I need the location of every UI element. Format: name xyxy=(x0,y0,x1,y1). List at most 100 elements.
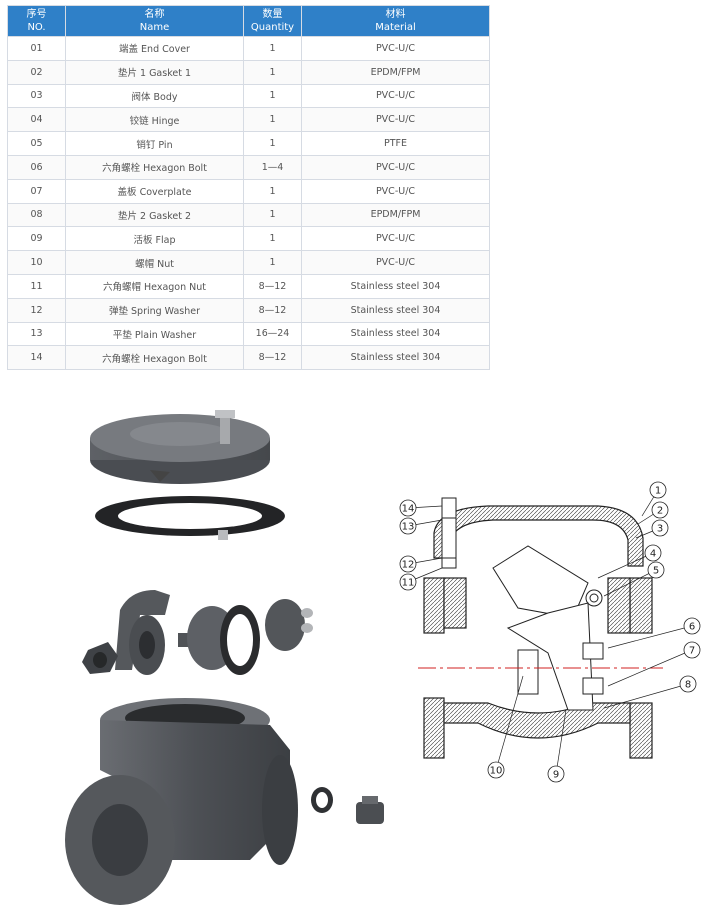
cell-qty: 16—24 xyxy=(243,321,302,347)
cell-name: 铰链 Hinge xyxy=(65,107,244,133)
cell-no: 09 xyxy=(7,226,66,252)
cell-qty: 1—4 xyxy=(243,154,302,180)
cell-name: 螺帽 Nut xyxy=(65,250,244,275)
callout-circle xyxy=(399,499,417,517)
cell-material: PVC-U/C xyxy=(301,226,490,252)
cell-name: 六角螺栓 Hexagon Bolt xyxy=(65,154,244,180)
cell-name: 活板 Flap xyxy=(65,226,244,252)
callout-circle xyxy=(399,517,417,535)
valve-body-part xyxy=(65,698,384,905)
callout-number: 6 xyxy=(689,622,695,633)
cell-no: 08 xyxy=(7,202,66,228)
cell-qty: 8—12 xyxy=(243,297,302,323)
callout-number: 8 xyxy=(685,680,691,691)
callout-leader xyxy=(607,649,693,687)
cell-qty: 1 xyxy=(243,59,302,85)
cell-name: 弹垫 Spring Washer xyxy=(65,297,244,323)
callout-circle xyxy=(547,765,565,783)
cell-no: 02 xyxy=(7,59,66,85)
cell-material: Stainless steel 304 xyxy=(301,273,490,299)
cell-qty: 1 xyxy=(243,178,302,204)
cell-name: 垫片 2 Gasket 2 xyxy=(65,202,244,228)
callout-circle xyxy=(649,481,667,499)
callout-number: 12 xyxy=(402,560,415,571)
hinge-flap-parts xyxy=(82,590,313,675)
cell-name: 六角螺帽 Hexagon Nut xyxy=(65,273,244,299)
callout-number: 10 xyxy=(490,766,503,777)
cell-material: Stainless steel 304 xyxy=(301,321,490,347)
callout-circle xyxy=(679,675,697,693)
cell-qty: 1 xyxy=(243,131,302,156)
callout-leader xyxy=(603,569,657,597)
callout-number: 2 xyxy=(657,506,663,517)
cell-no: 03 xyxy=(7,83,66,109)
cell-qty: 1 xyxy=(243,226,302,252)
callout-number: 14 xyxy=(402,504,415,515)
callout-number: 4 xyxy=(650,549,656,560)
cell-material: PVC-U/C xyxy=(301,178,490,204)
callout-number: 13 xyxy=(402,522,415,533)
callout-leader xyxy=(597,552,654,579)
cell-name: 六角螺栓 Hexagon Bolt xyxy=(65,345,244,371)
cell-material: EPDM/FPM xyxy=(301,59,490,85)
cell-material: PVC-U/C xyxy=(301,250,490,275)
callout-number: 3 xyxy=(657,524,663,535)
callout-circle xyxy=(644,544,662,562)
callout-leader xyxy=(603,683,689,709)
callout-circle xyxy=(399,573,417,591)
callout-leader xyxy=(607,625,693,649)
callout-leader xyxy=(555,709,567,775)
callout-circle xyxy=(651,501,669,519)
valve-section-outline xyxy=(423,505,653,759)
cell-no: 10 xyxy=(7,250,66,275)
callout-number: 11 xyxy=(402,578,415,589)
cell-no: 05 xyxy=(7,131,66,156)
cell-no: 11 xyxy=(7,273,66,299)
cell-no: 04 xyxy=(7,107,66,133)
cell-material: Stainless steel 304 xyxy=(301,345,490,371)
exploded-view xyxy=(65,410,384,905)
callout-circle xyxy=(683,617,701,635)
callout-circle xyxy=(399,555,417,573)
cell-material: PVC-U/C xyxy=(301,107,490,133)
hinge-assembly xyxy=(492,545,604,711)
callout-number: 9 xyxy=(553,770,559,781)
cell-qty: 1 xyxy=(243,250,302,275)
cell-name: 端盖 End Cover xyxy=(65,36,244,61)
cell-qty: 1 xyxy=(243,36,302,61)
cell-name: 阀体 Body xyxy=(65,83,244,109)
cell-material: PTFE xyxy=(301,131,490,156)
gasket-1-part xyxy=(95,496,285,540)
cell-material: EPDM/FPM xyxy=(301,202,490,228)
cell-no: 06 xyxy=(7,154,66,180)
cell-no: 01 xyxy=(7,36,66,61)
cell-name: 垫片 1 Gasket 1 xyxy=(65,59,244,85)
cell-name: 平垫 Plain Washer xyxy=(65,321,244,347)
cell-name: 盖板 Coverplate xyxy=(65,178,244,204)
cell-material: PVC-U/C xyxy=(301,36,490,61)
cell-no: 13 xyxy=(7,321,66,347)
callout-circle xyxy=(651,519,669,537)
callout-number: 7 xyxy=(689,646,695,657)
cell-no: 07 xyxy=(7,178,66,204)
callout-circle xyxy=(487,761,505,779)
